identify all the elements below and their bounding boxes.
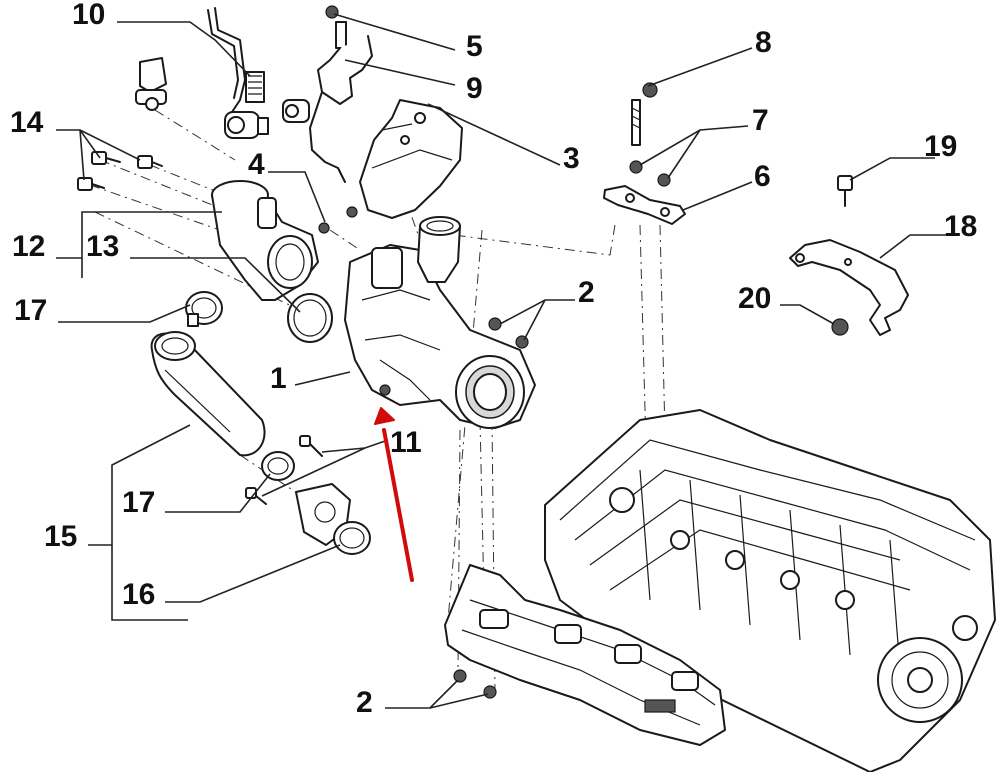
callout-13: 13	[86, 230, 119, 263]
callout-18: 18	[944, 210, 977, 243]
callout-14: 14	[10, 106, 44, 139]
part-12-13-intake-elbow	[211, 180, 333, 343]
part-6-7-8-bracket	[603, 82, 686, 225]
callout-17-upper: 17	[14, 294, 47, 327]
cylinder-head-assembly	[544, 409, 996, 772]
part-17-upper-clamp	[185, 291, 223, 327]
part-2-lower-nuts	[453, 669, 497, 699]
callout-labels: 10 5 9 8 7 14 4 3 6 19 12 13 18 2 17 20 …	[10, 0, 977, 719]
part-1-turbocharger	[344, 216, 536, 429]
part-15-hose	[150, 331, 266, 457]
part-17-lower-clamp	[261, 451, 295, 481]
callout-6: 6	[754, 160, 771, 193]
callout-12: 12	[12, 230, 45, 263]
callout-20: 20	[738, 282, 771, 315]
callout-8: 8	[755, 26, 772, 59]
leader-lines	[56, 13, 950, 709]
callout-16: 16	[122, 578, 155, 611]
part-10-sensor-pipe	[135, 7, 269, 139]
callout-5: 5	[466, 30, 483, 63]
part-18-19-20-support	[789, 175, 909, 336]
part-5-9-sensor-cable	[282, 5, 373, 218]
callout-2-upper: 2	[578, 276, 595, 309]
highlight-arrow	[374, 407, 414, 582]
callout-9: 9	[466, 72, 483, 105]
callout-2-lower: 2	[356, 686, 373, 719]
callout-10: 10	[72, 0, 105, 31]
callout-11: 11	[390, 426, 422, 459]
part-14-bolts	[77, 151, 163, 191]
callout-7: 7	[752, 104, 769, 137]
callout-17-lower: 17	[122, 486, 155, 519]
part-16-flange-gasket	[295, 483, 371, 555]
callout-19: 19	[924, 130, 957, 163]
callout-3: 3	[563, 142, 580, 175]
exhaust-manifold	[444, 564, 726, 746]
part-3-heat-shield	[359, 99, 463, 219]
callout-1: 1	[270, 362, 287, 395]
callout-15: 15	[44, 520, 77, 553]
callout-4: 4	[248, 148, 265, 181]
part-4-nut	[318, 222, 330, 234]
